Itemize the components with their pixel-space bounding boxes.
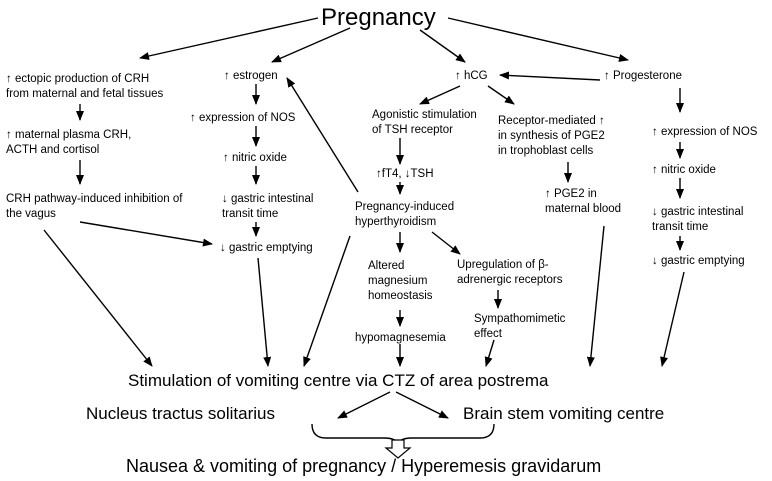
arrow-vagus-emptying bbox=[79, 221, 213, 247]
arrow-progesterone-vomiting bbox=[660, 271, 685, 367]
arrow-pregnancy-progesterone bbox=[447, 17, 629, 62]
arrow-vagus-vomiting bbox=[43, 229, 153, 367]
node-estrogen-emptying: ↓ gastric emptying bbox=[220, 242, 313, 254]
node-vomiting-centre: Stimulation of vomiting centre via CTZ o… bbox=[128, 371, 549, 390]
node-brain-stem-vomiting-centre: Brain stem vomiting centre bbox=[463, 404, 665, 423]
node-pregnancy: Pregnancy bbox=[321, 4, 436, 31]
node-outcome: Nausea & vomiting of pregnancy / Hyperem… bbox=[126, 456, 602, 476]
node-progesterone-nos: ↑ expression of NOS bbox=[652, 126, 758, 138]
node-estrogen-nos: ↑ expression of NOS bbox=[190, 112, 296, 124]
node-hypomagnesemia: hypomagnesemia bbox=[355, 332, 446, 344]
arrow-pge2-vomiting bbox=[586, 225, 605, 367]
arrow-estrogen-vomiting bbox=[257, 257, 272, 367]
arrow-hcg-pge2 bbox=[487, 85, 515, 105]
arrow-hyperthyroid-beta bbox=[431, 231, 461, 255]
node-ft4-tsh: ↑fT4, ↓TSH bbox=[376, 168, 434, 180]
arrow-pregnancy-estrogen bbox=[271, 27, 351, 63]
node-estrogen: ↑ estrogen bbox=[224, 70, 278, 82]
node-nucleus-tractus-solitarius: Nucleus tractus solitarius bbox=[86, 404, 275, 423]
arrow-hcg-tsh bbox=[419, 85, 461, 105]
node-hcg: ↑ hCG bbox=[455, 70, 488, 82]
node-beta-receptors: Upregulation of β-adrenergic receptors bbox=[457, 259, 563, 286]
node-estrogen-no: ↑ nitric oxide bbox=[223, 152, 287, 164]
outline-down-arrow bbox=[384, 439, 412, 459]
arrow-ctz-nts bbox=[337, 391, 391, 419]
arrow-ctz-brainstem bbox=[395, 391, 449, 419]
node-crh-plasma: ↑ maternal plasma CRH,ACTH and cortisol bbox=[6, 129, 132, 156]
arrow-sympath-vomiting bbox=[484, 339, 495, 367]
arrow-pregnancy-hcg bbox=[419, 29, 466, 63]
arrow-hyperthyroid-vomiting bbox=[303, 235, 351, 367]
arrow-hyperthyroid-estrogen bbox=[286, 77, 359, 193]
node-progesterone-emptying: ↓ gastric emptying bbox=[652, 255, 745, 267]
arrow-progesterone-hcg bbox=[499, 71, 601, 81]
node-progesterone: ↑ Progesterone bbox=[604, 70, 682, 82]
node-progesterone-no: ↑ nitric oxide bbox=[652, 164, 716, 176]
arrow-pregnancy-crh bbox=[139, 17, 319, 60]
